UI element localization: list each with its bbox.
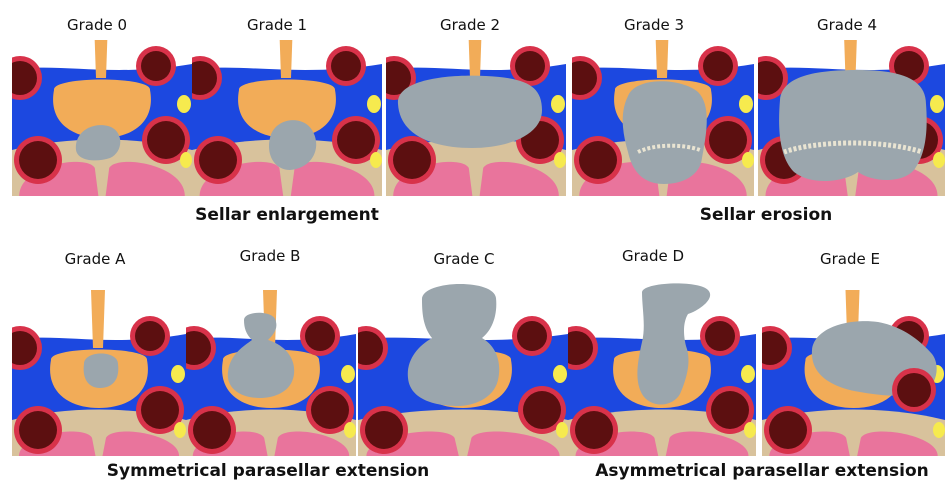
tumor: [623, 81, 707, 184]
pituitary-stalk: [655, 40, 669, 78]
cranial-nerve: [741, 365, 755, 383]
panel-scene: [192, 40, 382, 196]
cranial-nerve: [551, 95, 565, 113]
label-grade-b: Grade B: [240, 247, 301, 265]
carotid-right-upper-lumen: [135, 321, 165, 351]
label-grade-0: Grade 0: [67, 16, 127, 34]
carotid-right-lower-lumen: [337, 121, 375, 159]
cranial-nerve: [554, 152, 566, 168]
carotid-right-upper-lumen: [305, 321, 335, 351]
panel-grade-e: [762, 280, 945, 456]
caption-sellar-enlargement: Sellar enlargement: [195, 205, 379, 225]
tumor: [84, 354, 119, 389]
tumor: [779, 70, 927, 181]
cranial-nerve: [370, 152, 382, 168]
carotid-right-upper-lumen: [703, 51, 733, 81]
label-grade-3: Grade 3: [624, 16, 684, 34]
carotid-left-lower-lumen: [393, 141, 431, 179]
carotid-right-upper-lumen: [705, 321, 735, 351]
panel-grade-0: [12, 40, 192, 196]
panel-grade-a: [12, 280, 186, 456]
label-grade-1: Grade 1: [247, 16, 307, 34]
cranial-nerve: [556, 422, 568, 438]
pituitary-stalk: [279, 40, 293, 78]
carotid-right-upper-lumen: [141, 51, 171, 81]
carotid-right-lower-lumen: [147, 121, 185, 159]
cranial-nerve: [933, 152, 945, 168]
carotid-left-lower-lumen: [575, 411, 613, 449]
cranial-nerve: [367, 95, 381, 113]
cranial-nerve: [933, 422, 945, 438]
panel-scene: [12, 40, 192, 196]
carotid-left-lower-lumen: [199, 141, 237, 179]
carotid-right-lower-lumen: [523, 391, 561, 429]
cranial-nerve: [744, 422, 756, 438]
cranial-nerve: [180, 152, 192, 168]
cranial-nerve: [739, 95, 753, 113]
tumor: [228, 313, 294, 398]
carotid-left-lower-lumen: [19, 411, 57, 449]
carotid-left-lower-lumen: [579, 141, 617, 179]
carotid-right-upper-lumen: [331, 51, 361, 81]
panel-grade-4: [758, 40, 945, 196]
label-grade-2: Grade 2: [440, 16, 500, 34]
carotid-right-lower-lumen: [711, 391, 749, 429]
carotid-right-upper-lumen: [515, 51, 545, 81]
panel-grade-2: [386, 40, 566, 196]
carotid-left-lower-lumen: [769, 411, 807, 449]
panel-grade-d: [568, 280, 756, 456]
caption-asymmetrical-parasellar-extension: Asymmetrical parasellar extension: [595, 461, 929, 481]
panel-grade-1: [192, 40, 382, 196]
label-grade-d: Grade D: [622, 247, 684, 265]
cranial-nerve: [553, 365, 567, 383]
label-grade-a: Grade A: [65, 250, 126, 268]
pituitary-stalk: [468, 40, 482, 78]
carotid-left-lower-lumen: [193, 411, 231, 449]
carotid-right-upper-lumen: [517, 321, 547, 351]
cranial-nerve: [344, 422, 356, 438]
encased-vessel: [892, 368, 936, 412]
cranial-nerve: [177, 95, 191, 113]
cranial-nerve: [930, 95, 944, 113]
pituitary-stalk: [91, 290, 105, 348]
cranial-nerve: [174, 422, 186, 438]
caption-symmetrical-parasellar-extension: Symmetrical parasellar extension: [107, 461, 429, 481]
label-grade-c: Grade C: [434, 250, 495, 268]
carotid-right-lower-lumen: [141, 391, 179, 429]
caption-sellar-erosion: Sellar erosion: [700, 205, 833, 225]
carotid-left-lower-lumen: [19, 141, 57, 179]
pituitary-stalk: [94, 40, 108, 78]
panel-grade-b: [186, 280, 356, 456]
label-grade-e: Grade E: [820, 250, 880, 268]
panel-grade-3: [572, 40, 754, 196]
carotid-right-lower-lumen: [709, 121, 747, 159]
carotid-right-lower-lumen: [311, 391, 349, 429]
panel-grade-c: [358, 280, 568, 456]
label-grade-4: Grade 4: [817, 16, 877, 34]
cranial-nerve: [742, 152, 754, 168]
carotid-left-lower-lumen: [365, 411, 403, 449]
cranial-nerve: [171, 365, 185, 383]
cranial-nerve: [341, 365, 355, 383]
